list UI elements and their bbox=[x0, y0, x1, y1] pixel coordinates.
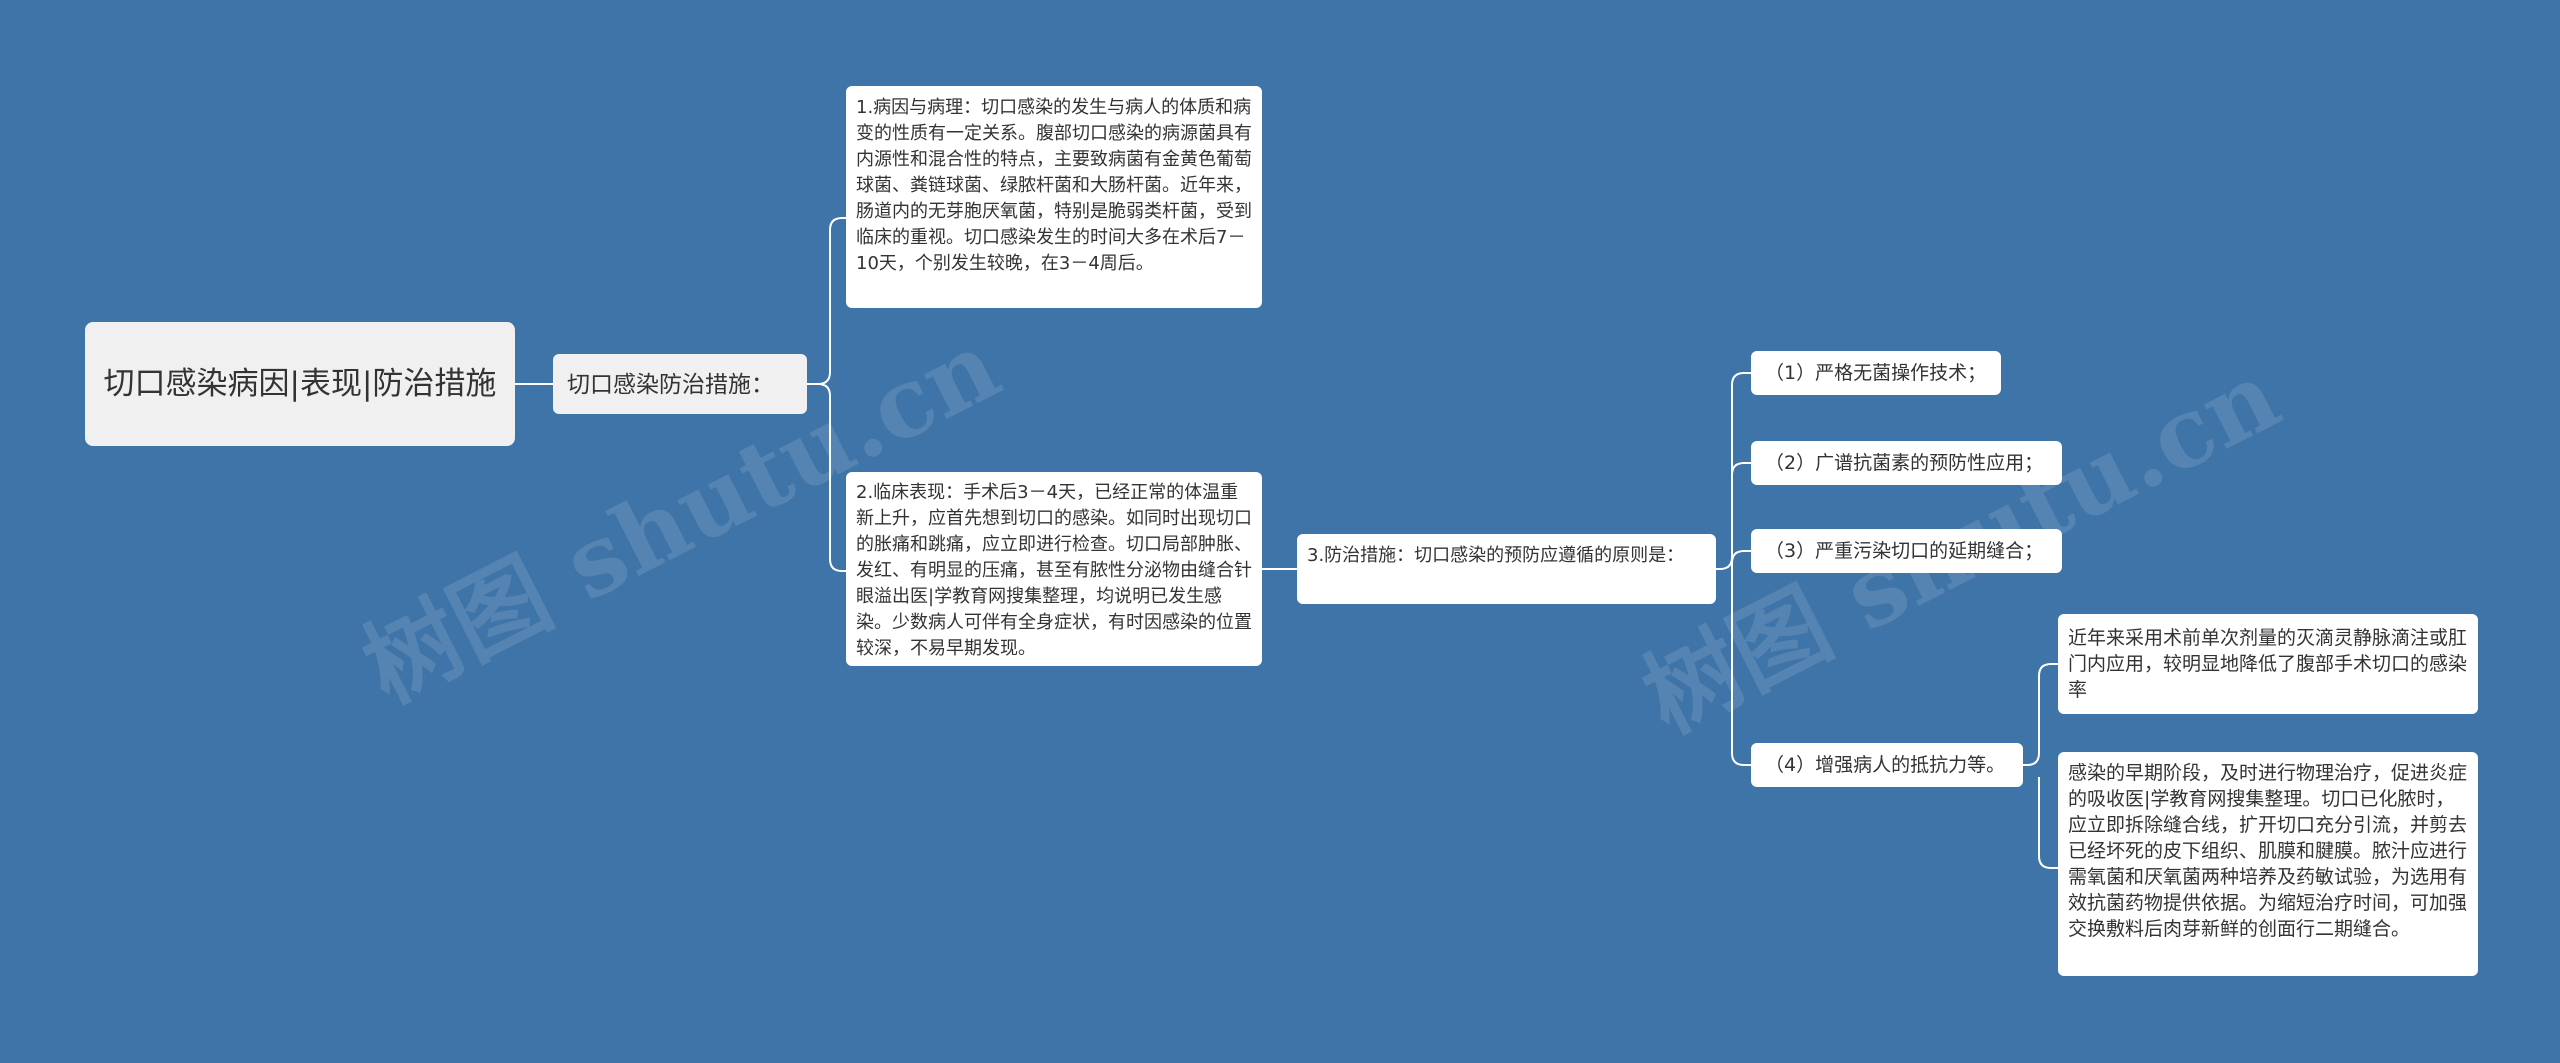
detail-node[interactable]: 近年来采用术前单次剂量的灭滴灵静脉滴注或肛门内应用，较明显地降低了腹部手术切口的… bbox=[2058, 614, 2478, 714]
principle-text: （3）严重污染切口的延期缝合； bbox=[1765, 540, 2044, 562]
link-prevention-p3 bbox=[1731, 550, 1751, 564]
link-p4-d1 bbox=[2023, 663, 2058, 766]
etiology-text: 1.病因与病理：切口感染的发生与病人的体质和病变的性质有一定关系。腹部切口感染的… bbox=[856, 97, 1252, 274]
etiology-node[interactable]: 1.病因与病理：切口感染的发生与病人的体质和病变的性质有一定关系。腹部切口感染的… bbox=[846, 86, 1262, 308]
link-prevention-p1 bbox=[1716, 372, 1751, 570]
root-title: 切口感染病因|表现|防治措施 bbox=[103, 366, 497, 402]
principle-text: （2）广谱抗菌素的预防性应用； bbox=[1765, 452, 2044, 474]
clinical-node[interactable]: 2.临床表现：手术后3－4天，已经正常的体温重新上升，应首先想到切口的感染。如同… bbox=[846, 472, 1262, 666]
branch-label: 切口感染防治措施： bbox=[567, 372, 774, 398]
link-branch-clinical bbox=[817, 383, 846, 572]
principle-item[interactable]: （1）严格无菌操作技术； bbox=[1751, 351, 2001, 395]
link-p4-d2 bbox=[2038, 777, 2058, 869]
detail-text: 感染的早期阶段，及时进行物理治疗，促进炎症的吸收医|学教育网搜集整理。切口已化脓… bbox=[2068, 762, 2468, 940]
principle-item[interactable]: （3）严重污染切口的延期缝合； bbox=[1751, 529, 2062, 573]
root-node[interactable]: 切口感染病因|表现|防治措施 bbox=[85, 322, 515, 446]
link-prevention-p4 bbox=[1731, 557, 1751, 766]
prevention-node[interactable]: 3.防治措施：切口感染的预防应遵循的原则是： bbox=[1297, 534, 1716, 604]
link-branch-etiology bbox=[807, 217, 846, 385]
prevention-text: 3.防治措施：切口感染的预防应遵循的原则是： bbox=[1307, 545, 1685, 566]
principle-text: （4）增强病人的抵抗力等。 bbox=[1765, 754, 2006, 776]
detail-text: 近年来采用术前单次剂量的灭滴灵静脉滴注或肛门内应用，较明显地降低了腹部手术切口的… bbox=[2068, 627, 2468, 701]
branch-node[interactable]: 切口感染防治措施： bbox=[553, 354, 807, 414]
principle-item[interactable]: （2）广谱抗菌素的预防性应用； bbox=[1751, 441, 2062, 485]
principle-item[interactable]: （4）增强病人的抵抗力等。 bbox=[1751, 743, 2023, 787]
principle-text: （1）严格无菌操作技术； bbox=[1765, 362, 1987, 384]
detail-node[interactable]: 感染的早期阶段，及时进行物理治疗，促进炎症的吸收医|学教育网搜集整理。切口已化脓… bbox=[2058, 752, 2478, 976]
link-prevention-p2 bbox=[1731, 462, 1751, 476]
clinical-text: 2.临床表现：手术后3－4天，已经正常的体温重新上升，应首先想到切口的感染。如同… bbox=[856, 482, 1252, 659]
